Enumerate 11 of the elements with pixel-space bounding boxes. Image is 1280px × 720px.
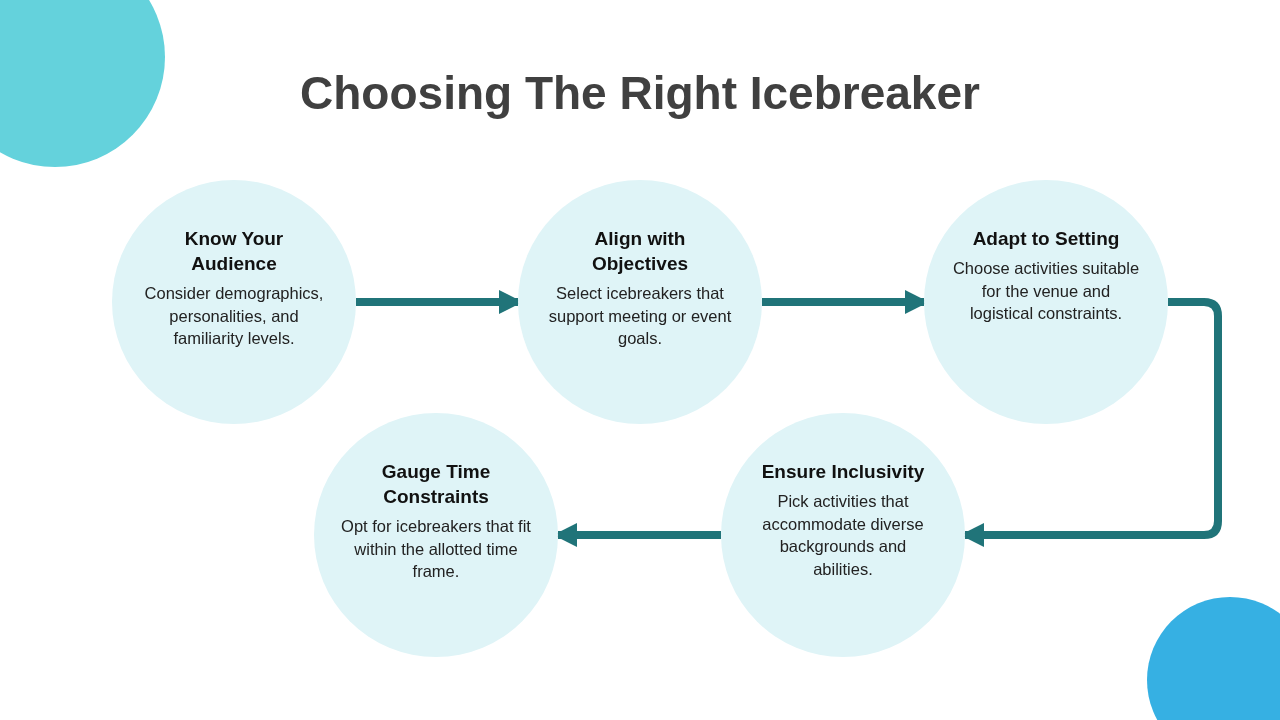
step-heading: Ensure Inclusivity	[760, 460, 926, 484]
step-description: Consider demographics, personalities, and familiarity levels.	[143, 283, 325, 349]
step-description: Pick activities that accommodate diverse backgrounds and abilities.	[761, 491, 925, 580]
step-description: Select icebreakers that support meeting or event goals.	[547, 283, 733, 349]
step-description: Choose activities suitable for the venue and logistical constraints.	[951, 258, 1141, 324]
step-heading: Adapt to Setting	[971, 227, 1121, 251]
step-heading: Align with Objectives	[590, 227, 690, 276]
step-heading: Know Your Audience	[183, 227, 285, 276]
step-description: Opt for icebreakers that fit within the allotted time frame.	[341, 516, 531, 582]
step-heading: Gauge Time Constraints	[380, 460, 492, 509]
title: Choosing The Right Icebreaker	[299, 66, 981, 120]
